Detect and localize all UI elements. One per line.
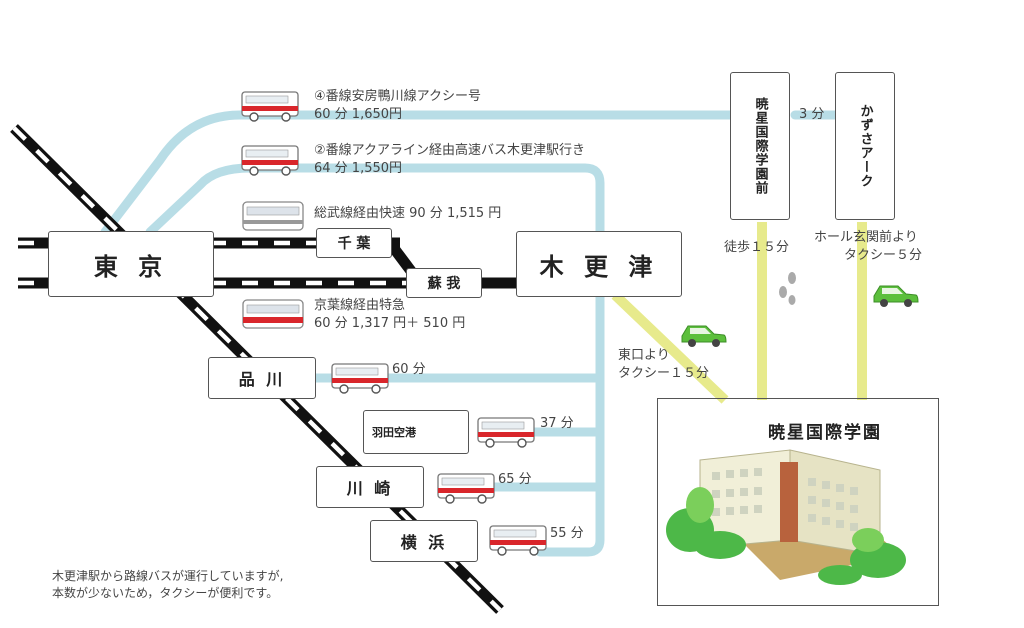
footprints-icon <box>779 272 796 305</box>
station-haneda[interactable]: 羽田空港 <box>363 410 469 454</box>
bus-icon <box>241 145 299 176</box>
route-bus4-info: 60 分 1,650円 <box>314 107 403 122</box>
access-east-taxi-1: 東口より <box>618 348 670 363</box>
station-chiba[interactable]: 千 葉 <box>316 228 392 258</box>
bus-icon <box>331 363 389 394</box>
route-bus2-line: ②番線アクアライン経由高速バス木更津駅行き <box>314 143 586 158</box>
school-panel <box>657 398 939 606</box>
bus-icon <box>477 417 535 448</box>
station-kawasaki[interactable]: 川 崎 <box>316 466 424 508</box>
building-icon <box>666 449 906 585</box>
car-icon <box>681 325 727 348</box>
taxi-routes <box>611 222 867 404</box>
train-icon <box>242 201 304 231</box>
footnote-line1: 木更津駅から路線バスが運行していますが, <box>52 569 284 583</box>
route-keiyo-info: 60 分 1,317 円＋ 510 円 <box>314 316 466 331</box>
station-kisarazu[interactable]: 木 更 津 <box>516 231 682 297</box>
footnote-line2: 本数が少ないため，タクシーが便利です。 <box>52 586 279 600</box>
access-hall-taxi-1: ホール玄関前より <box>814 230 918 245</box>
access-east-taxi-2: タクシー１５分 <box>618 366 710 381</box>
bus-icon <box>437 473 495 504</box>
station-tokyo[interactable]: 東 京 <box>48 231 214 297</box>
route-bus4-line: ④番線安房鴨川線アクシー号 <box>314 89 482 104</box>
stop-gyosei-mae[interactable]: 暁星国際学園前 <box>730 72 790 220</box>
train-icon <box>242 299 304 329</box>
car-icon <box>873 285 919 308</box>
route-kawasaki-time: 65 分 <box>498 472 532 487</box>
station-yokohama[interactable]: 横 浜 <box>370 520 478 562</box>
station-shinagawa[interactable]: 品 川 <box>208 357 316 399</box>
route-yokohama-time: 55 分 <box>550 526 584 541</box>
route-haneda-time: 37 分 <box>540 416 574 431</box>
route-sobu: 総武線経由快速 90 分 1,515 円 <box>314 206 502 221</box>
route-shinagawa-time: 60 分 <box>392 362 426 377</box>
route-keiyo-line: 京葉線経由特急 <box>314 298 406 313</box>
route-transfer-time: 3 分 <box>799 107 825 122</box>
access-hall-taxi-2: タクシー５分 <box>844 248 923 263</box>
access-walk: 徒歩１５分 <box>724 240 790 255</box>
stop-kazusa-ark[interactable]: かずさアーク <box>835 72 895 220</box>
station-soga[interactable]: 蘇 我 <box>406 268 482 298</box>
bus-icon <box>489 525 547 556</box>
school-name: 暁星国際学園 <box>768 423 882 443</box>
route-bus2-info: 64 分 1,550円 <box>314 161 403 176</box>
